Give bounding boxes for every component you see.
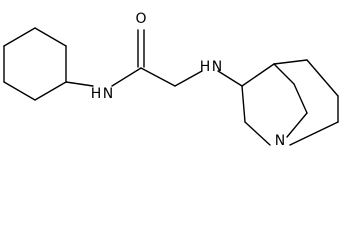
amine-hydrogen-label: H	[200, 59, 211, 75]
bond	[273, 59, 308, 65]
bond	[293, 83, 308, 114]
amide-nitrogen-label: N	[103, 86, 113, 102]
atom-oxygen: O	[135, 11, 146, 27]
bridgehead-nitrogen-label: N	[275, 133, 285, 149]
bond	[289, 121, 339, 146]
atom-bridgehead-n: N	[275, 133, 285, 149]
amine-nitrogen-label: N	[212, 59, 222, 75]
quinuclidine-ring	[241, 59, 339, 146]
bond	[286, 112, 308, 138]
bond	[244, 121, 271, 146]
bond-nh-quinuclidine	[217, 70, 243, 87]
bond-cyclohexyl-nh	[65, 81, 94, 87]
cyclohexyl-ring	[3, 27, 67, 101]
amide-hydrogen-label: H	[91, 86, 102, 102]
bond	[306, 59, 339, 97]
atom-amine-nh: H N	[200, 59, 223, 75]
structure-diagram: O H N H N N	[3, 11, 339, 149]
oxygen-label: O	[135, 11, 146, 27]
bond	[273, 63, 295, 85]
bond-ch2-nh	[174, 70, 203, 87]
bond	[241, 85, 246, 123]
bond-nh-carbonyl	[111, 67, 142, 87]
atom-amide-nh: H N	[91, 86, 114, 102]
bond	[34, 81, 67, 101]
bond-carbonyl-ch2	[140, 67, 176, 87]
carbonyl-double-bond	[137, 29, 145, 68]
bond	[3, 81, 36, 101]
bond	[34, 27, 67, 47]
bond	[3, 27, 36, 47]
bond	[241, 63, 275, 87]
